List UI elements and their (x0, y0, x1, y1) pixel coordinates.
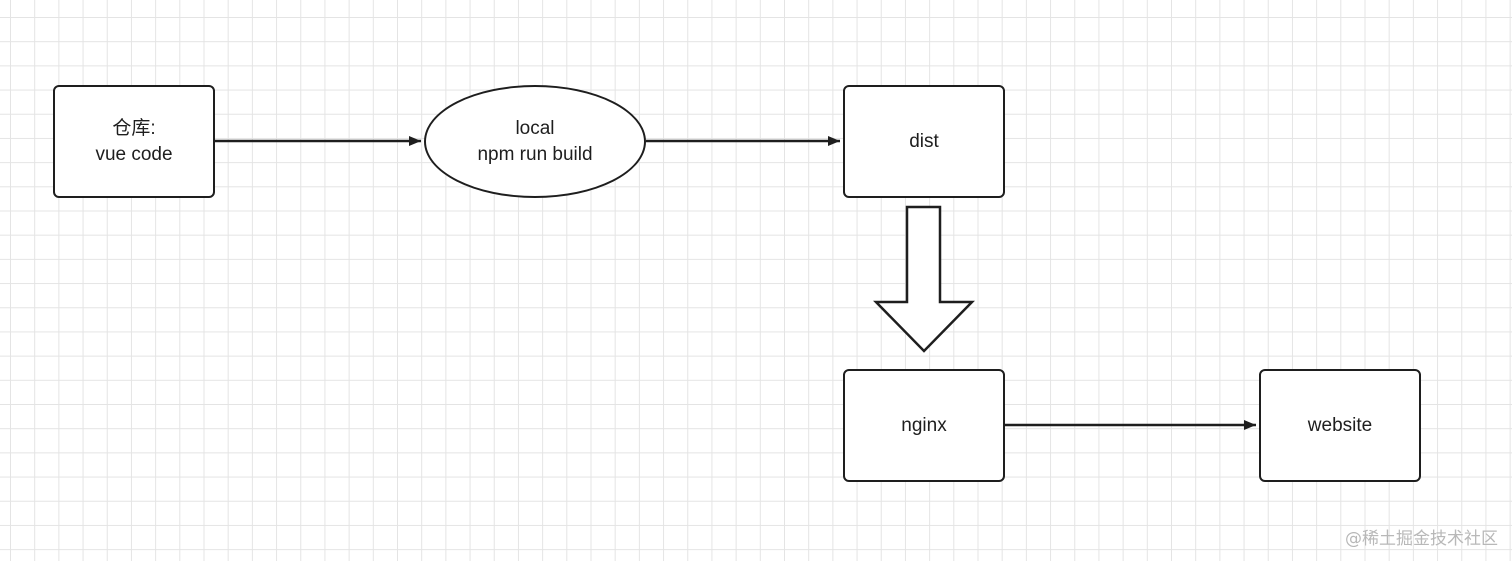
node-repo-line2: vue code (95, 143, 173, 165)
node-build-line2: npm run build (477, 143, 593, 165)
edge-dist-to-nginx-block-arrow (873, 205, 975, 353)
node-website[interactable]: website (1259, 369, 1421, 482)
node-build-line1: local (515, 117, 555, 139)
node-nginx[interactable]: nginx (843, 369, 1005, 482)
node-dist-label: dist (909, 130, 939, 152)
node-build[interactable]: local npm run build (424, 85, 646, 198)
node-repo[interactable]: 仓库: vue code (53, 85, 215, 198)
watermark: @稀土掘金技术社区 (1345, 529, 1498, 549)
node-website-label: website (1307, 414, 1373, 436)
node-dist[interactable]: dist (843, 85, 1005, 198)
node-repo-line1: 仓库: (112, 117, 156, 139)
node-nginx-label: nginx (901, 414, 947, 436)
